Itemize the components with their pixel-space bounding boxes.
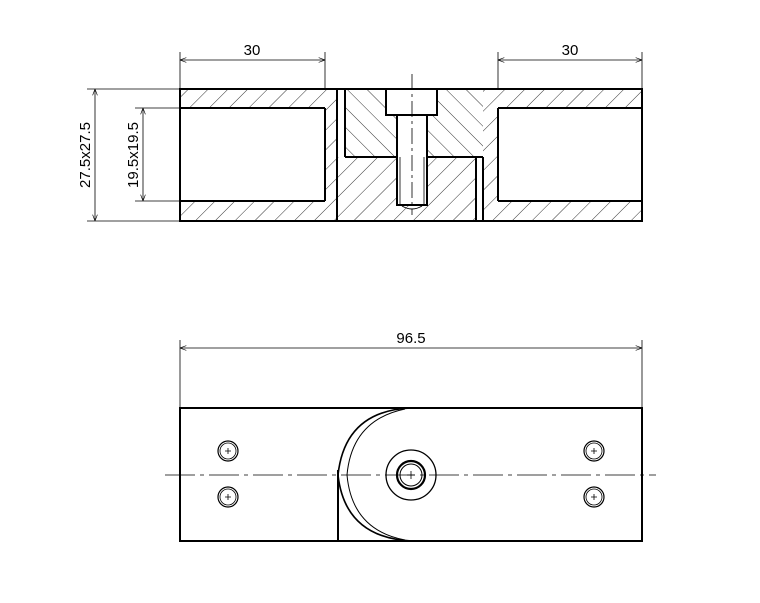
screw-hole [217,486,239,508]
left-tube-top-wall [180,89,325,108]
middle-left-wall [325,89,337,221]
pivot-bolt [385,449,437,501]
section-view: 30 30 27.5x27.5 19.5x19.5 [77,42,643,222]
dimension-outer-section [87,88,180,222]
right-tube-top-wall [498,89,642,108]
dimension-right-length [497,52,643,89]
hinge-outer-arc [337,407,413,542]
screw-hole [583,440,605,462]
dim-label-total-96-5: 96.5 [396,330,425,347]
dim-label-outer-section: 27.5x27.5 [77,122,94,188]
middle-right-wall [483,89,498,221]
screw-hole [217,440,239,462]
screw-hole [583,486,605,508]
right-tube-bottom-wall [498,201,642,221]
dimension-inner-section [135,107,180,202]
dim-label-right-30: 30 [562,42,579,59]
lower-hinge-piece [337,157,476,221]
left-tube-bottom-wall [180,201,325,221]
upper-hinge-piece [345,89,483,157]
dimension-left-length [179,52,326,89]
dim-label-left-30: 30 [244,42,261,59]
dim-label-inner-section: 19.5x19.5 [125,122,142,188]
plan-view: 96.5 [165,330,656,542]
dimension-total-length [179,340,643,408]
